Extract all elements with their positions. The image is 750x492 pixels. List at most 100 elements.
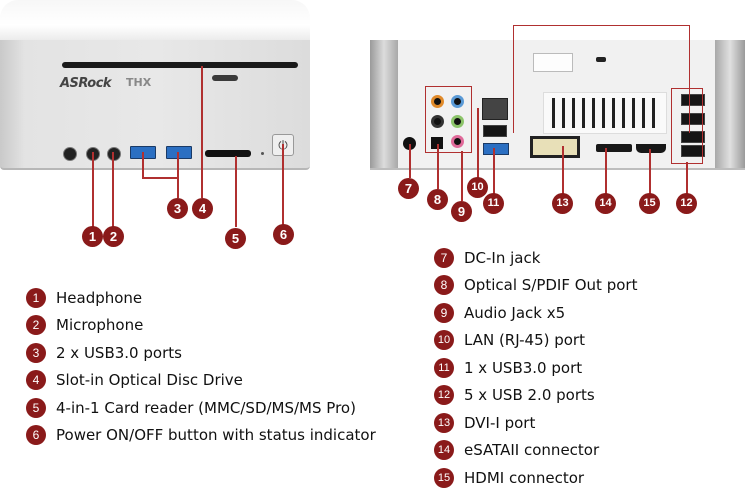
asrock-logo: ASRock bbox=[60, 76, 112, 91]
callout-11: 11 bbox=[483, 193, 504, 214]
legend-label: 4-in-1 Card reader (MMC/SD/MS/MS Pro) bbox=[56, 398, 356, 417]
thx-logo: THX bbox=[126, 76, 152, 89]
dvi-port bbox=[530, 136, 580, 158]
leader-line-9 bbox=[461, 151, 463, 201]
rear-usb2-stack-1 bbox=[681, 94, 705, 106]
leader-line-14 bbox=[605, 148, 607, 194]
legend-item: 15 HDMI connector bbox=[434, 464, 637, 492]
callout-7: 7 bbox=[398, 178, 419, 199]
legend-badge: 6 bbox=[26, 425, 46, 446]
leader-line-3a bbox=[142, 152, 144, 178]
legend-item: 12 5 x USB 2.0 ports bbox=[434, 382, 637, 410]
rear-usb3-port bbox=[483, 143, 509, 155]
callout-3: 3 bbox=[167, 198, 188, 219]
legend-badge: 13 bbox=[434, 412, 454, 433]
callout-8: 8 bbox=[427, 189, 448, 210]
legend-badge: 5 bbox=[26, 397, 46, 418]
legend-label: DC-In jack bbox=[464, 248, 541, 267]
legend-badge: 8 bbox=[434, 275, 454, 296]
legend-item: 9 Audio Jack x5 bbox=[434, 299, 637, 327]
legend-item: 5 4-in-1 Card reader (MMC/SD/MS/MS Pro) bbox=[26, 394, 376, 422]
legend-badge: 3 bbox=[26, 342, 46, 363]
legend-item: 4 Slot-in Optical Disc Drive bbox=[26, 367, 376, 395]
hdmi-port bbox=[636, 144, 666, 153]
legend-label: HDMI connector bbox=[464, 468, 585, 487]
legend-label: 1 x USB3.0 port bbox=[464, 358, 583, 377]
leader-line-5 bbox=[235, 156, 237, 227]
legend-label: eSATAII connector bbox=[464, 441, 600, 460]
esata-port bbox=[596, 144, 632, 152]
microphone-jack bbox=[107, 147, 121, 161]
rear-right-cap bbox=[715, 40, 745, 168]
leader-line-10 bbox=[477, 108, 479, 180]
callout-13: 13 bbox=[552, 193, 573, 214]
legend-label: 2 x USB3.0 ports bbox=[56, 343, 182, 362]
rear-usb2-port bbox=[483, 125, 507, 137]
legend-label: Slot-in Optical Disc Drive bbox=[56, 371, 243, 390]
legend-item: 3 2 x USB3.0 ports bbox=[26, 339, 376, 367]
optical-disc-slot bbox=[62, 62, 298, 68]
leader-line-1 bbox=[92, 152, 94, 227]
callout-2: 2 bbox=[103, 226, 124, 247]
callout-6: 6 bbox=[273, 224, 294, 245]
leader-line-3b bbox=[177, 152, 179, 198]
legend-badge: 4 bbox=[26, 370, 46, 391]
front-jack bbox=[63, 147, 77, 161]
lan-port bbox=[482, 98, 508, 120]
leader-line-3c bbox=[142, 177, 179, 179]
legend-item: 13 DVI-I port bbox=[434, 409, 637, 437]
callout-10: 10 bbox=[467, 177, 488, 198]
optical-spdif-port bbox=[431, 137, 443, 149]
leader-line-4 bbox=[201, 66, 203, 198]
legend-item: 1 Headphone bbox=[26, 284, 376, 312]
callout-9: 9 bbox=[451, 201, 472, 222]
rear-legend: 7 DC-In jack 8 Optical S/PDIF Out port 9 Au… bbox=[434, 244, 637, 492]
rear-usb2-stack-2 bbox=[681, 113, 705, 125]
legend-label: Audio Jack x5 bbox=[464, 303, 566, 322]
rear-left-cap bbox=[370, 40, 398, 168]
legend-badge: 15 bbox=[434, 467, 454, 488]
legend-item: 14 eSATAII connector bbox=[434, 437, 637, 465]
legend-label: Headphone bbox=[56, 288, 143, 307]
leader-line-13 bbox=[562, 146, 564, 194]
kensington-lock-slot bbox=[596, 57, 606, 62]
leader-line-7 bbox=[409, 144, 411, 178]
legend-badge: 7 bbox=[434, 247, 454, 268]
audio-jack-green bbox=[451, 115, 464, 128]
legend-label: 5 x USB 2.0 ports bbox=[464, 386, 595, 405]
rear-usb2-stack-4 bbox=[681, 145, 705, 157]
legend-label: Power ON/OFF button with status indicato… bbox=[56, 426, 376, 445]
leader-line-6 bbox=[282, 144, 284, 226]
callout-14: 14 bbox=[595, 193, 616, 214]
audio-jack-blue bbox=[451, 95, 464, 108]
status-led bbox=[261, 152, 264, 155]
legend-badge: 9 bbox=[434, 302, 454, 323]
legend-badge: 14 bbox=[434, 440, 454, 461]
usb2-bridge-line bbox=[513, 25, 690, 133]
leader-line-15 bbox=[649, 149, 651, 194]
legend-badge: 12 bbox=[434, 385, 454, 406]
legend-label: DVI-I port bbox=[464, 413, 536, 432]
legend-badge: 10 bbox=[434, 330, 454, 351]
leader-line-8 bbox=[437, 144, 439, 189]
legend-item: 8 Optical S/PDIF Out port bbox=[434, 272, 637, 300]
legend-badge: 1 bbox=[26, 287, 46, 308]
eject-button bbox=[212, 75, 238, 81]
audio-jack-black bbox=[431, 115, 444, 128]
leader-line-2 bbox=[112, 152, 114, 227]
callout-15: 15 bbox=[639, 193, 660, 214]
audio-jack-orange bbox=[431, 95, 444, 108]
legend-item: 7 DC-In jack bbox=[434, 244, 637, 272]
card-reader-slot bbox=[205, 150, 251, 157]
legend-label: Optical S/PDIF Out port bbox=[464, 276, 638, 295]
rear-vent bbox=[543, 92, 667, 134]
leader-line-12 bbox=[686, 162, 688, 194]
rear-usb2-stack-3 bbox=[681, 131, 705, 143]
callout-4: 4 bbox=[192, 198, 213, 219]
callout-5: 5 bbox=[225, 228, 246, 249]
dc-in-jack bbox=[403, 137, 416, 150]
